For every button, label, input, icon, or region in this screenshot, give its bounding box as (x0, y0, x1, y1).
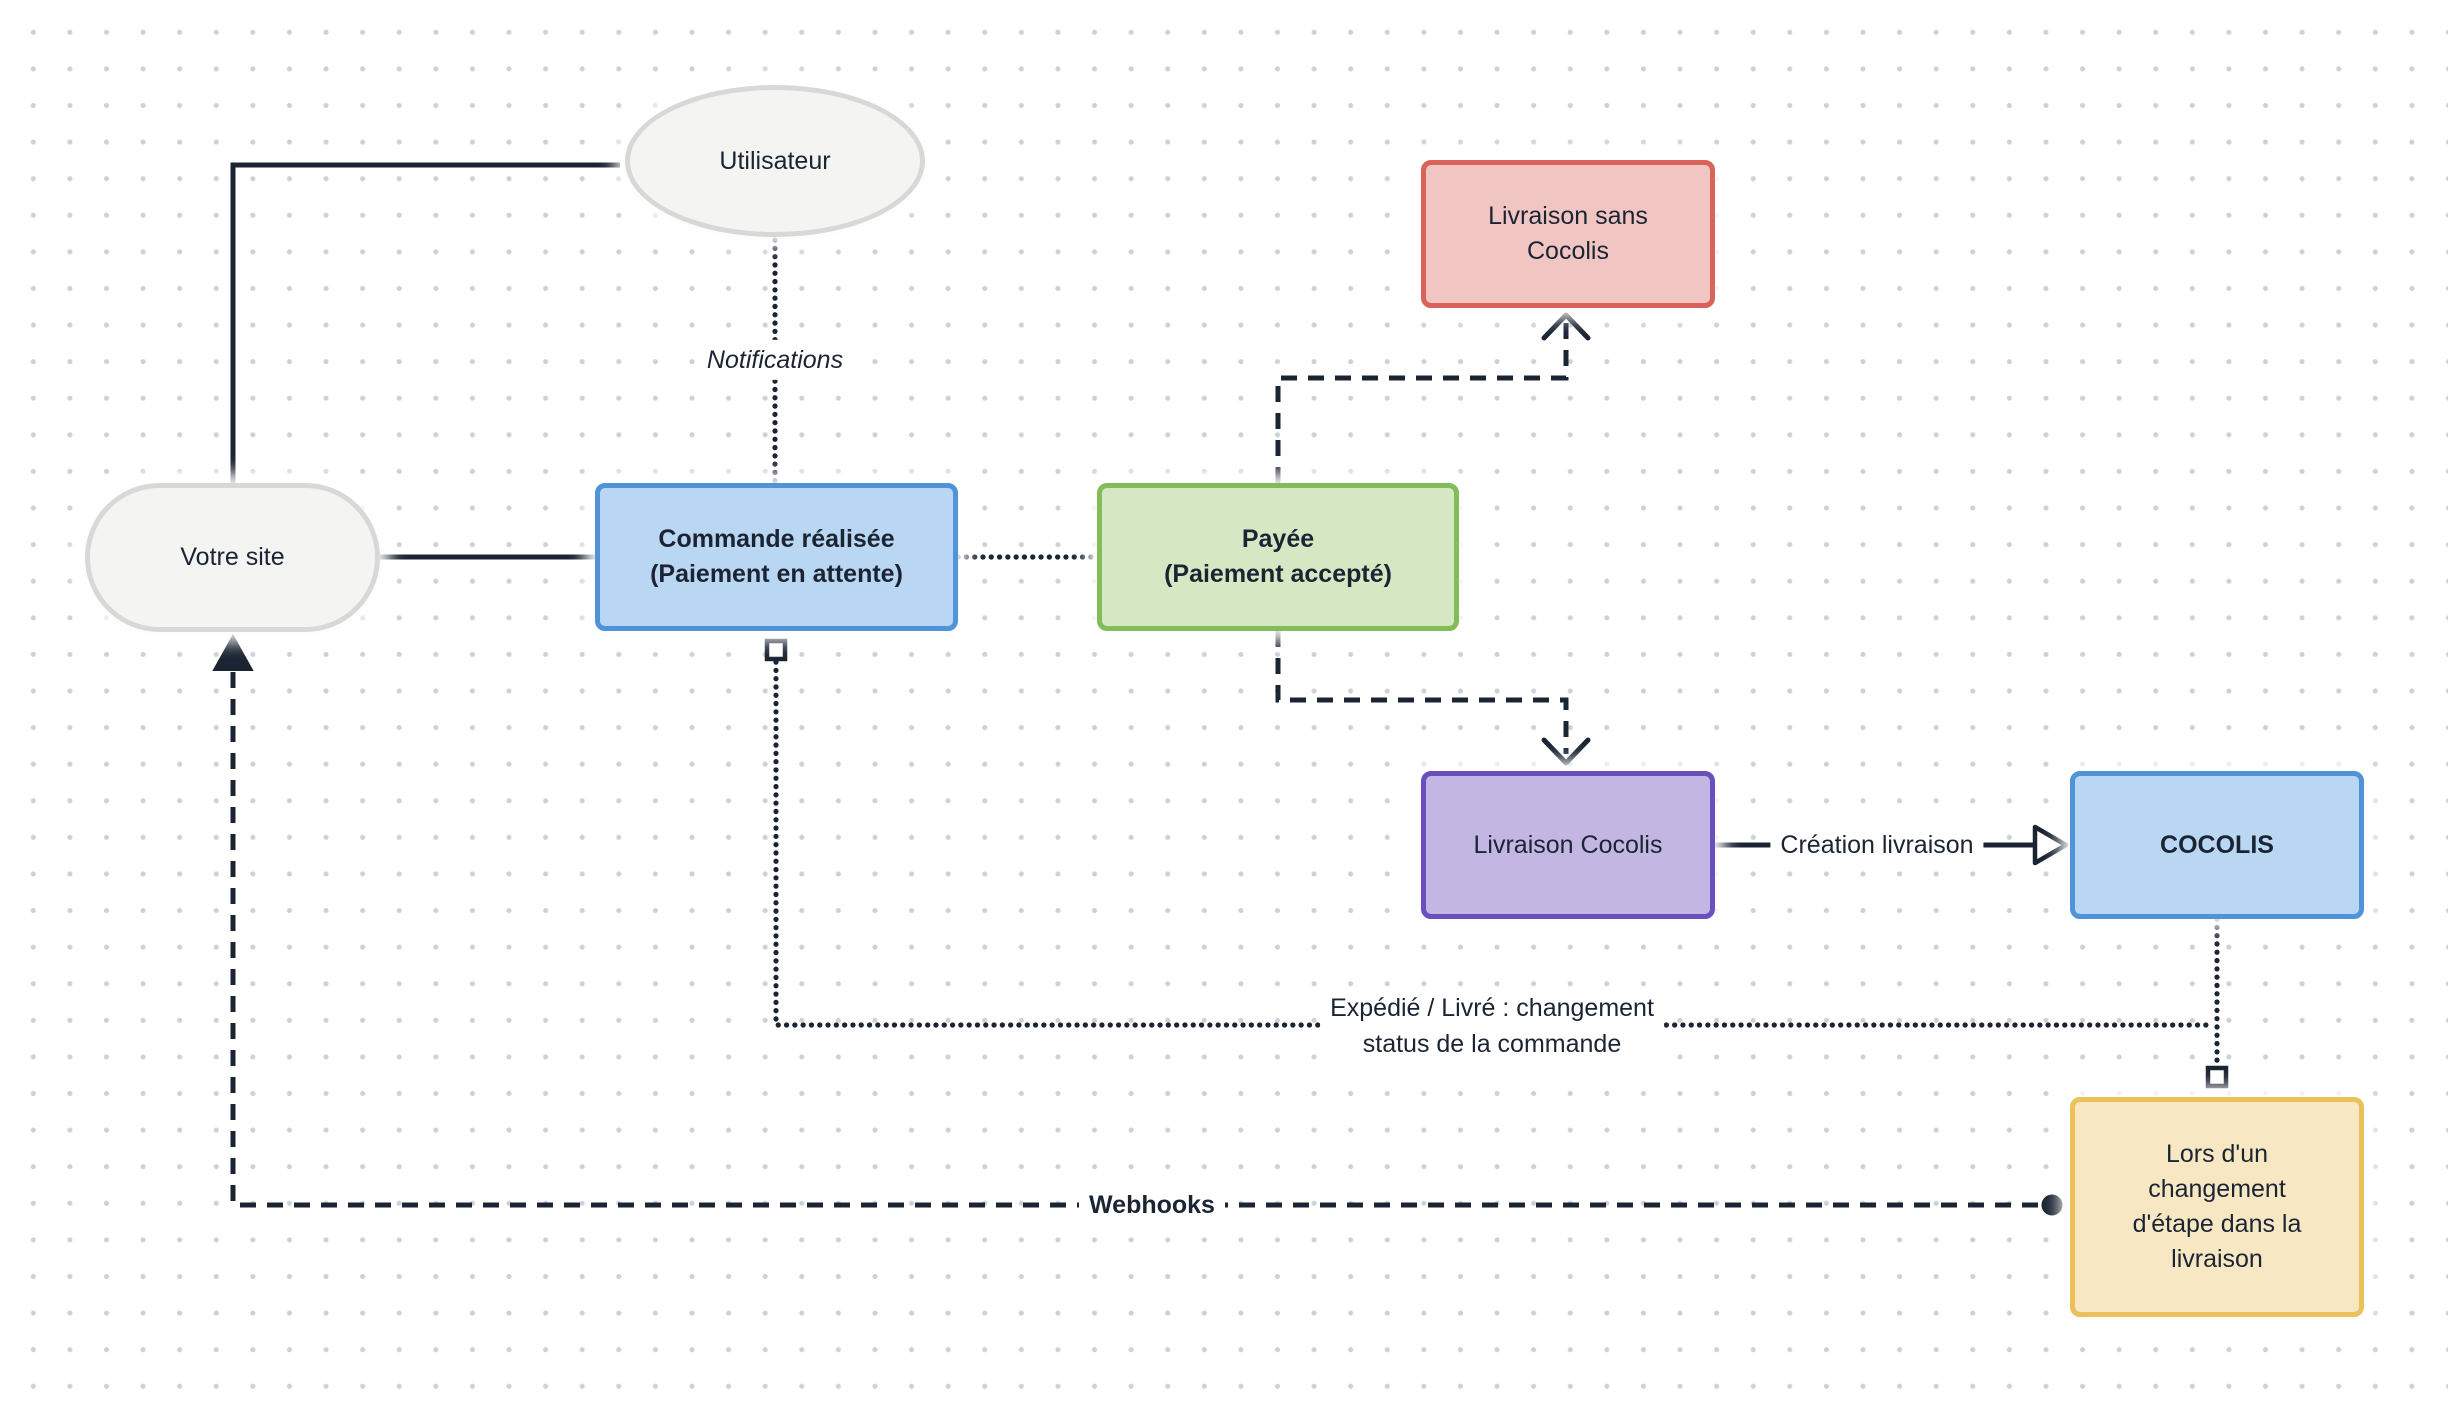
node-votre-site[interactable]: Votre site (85, 483, 380, 632)
arrowhead-solid-votre-site (212, 633, 254, 671)
edge-utilisateur-votre-site (230, 162, 620, 483)
node-utilisateur[interactable]: Utilisateur (625, 85, 925, 237)
node-livraison-sans-line2: Cocolis (1527, 237, 1609, 265)
node-payee-line1: Payée (1241, 525, 1315, 553)
node-payee-line2: (Paiement accepté) (1164, 560, 1392, 588)
edge-label-expedie-line2: status de la commande (1362, 1030, 1622, 1058)
edge-webhooks (230, 672, 2040, 1208)
node-commande-realisee[interactable]: Commande réalisée (Paiement en attente) (595, 483, 958, 631)
edge-label-expedie-line1: Expédié / Livré : changement (1330, 993, 1654, 1022)
node-votre-site-label: Votre site (180, 543, 285, 571)
edge-label-expedie-livre[interactable]: Expédié / Livré : changement status de l… (1320, 987, 1664, 1065)
node-livraison-sans-line1: Livraison sans (1488, 202, 1648, 230)
node-livraison-cocolis-label: Livraison Cocolis (1473, 830, 1663, 859)
node-livraison-cocolis[interactable]: Livraison Cocolis (1421, 771, 1715, 919)
node-payee[interactable]: Payée (Paiement accepté) (1097, 483, 1459, 631)
node-cocolis[interactable]: COCOLIS (2070, 771, 2364, 919)
node-changement-etape-label: Lors d'un changement d'étape dans la liv… (2132, 1140, 2302, 1273)
edge-label-creation-livraison[interactable]: Création livraison (1770, 824, 1984, 866)
edge-payee-livraison-sans (1275, 322, 1569, 483)
arrowhead-hollow-cocolis (2032, 824, 2069, 866)
node-utilisateur-label: Utilisateur (719, 146, 831, 175)
edge-payee-livraison-cocolis (1275, 631, 1569, 754)
arrowhead-down-livraison-cocolis (1541, 737, 1591, 766)
node-commande-line1: Commande réalisée (658, 525, 895, 553)
arrowhead-up-livraison-sans (1541, 312, 1591, 341)
edge-expedie-livre (773, 659, 2217, 1028)
node-changement-etape[interactable]: Lors d'un changement d'étape dans la liv… (2070, 1097, 2364, 1317)
node-commande-line2: (Paiement en attente) (650, 560, 903, 588)
node-livraison-sans-cocolis[interactable]: Livraison sans Cocolis (1421, 160, 1715, 308)
edge-label-webhooks[interactable]: Webhooks (1079, 1184, 1225, 1226)
node-cocolis-label: COCOLIS (2160, 830, 2274, 859)
square-connector-changement (2205, 1065, 2229, 1089)
edge-label-notifications[interactable]: Notifications (696, 339, 854, 381)
circle-terminal-webhooks (2041, 1194, 2063, 1216)
square-connector-commande (764, 638, 788, 662)
